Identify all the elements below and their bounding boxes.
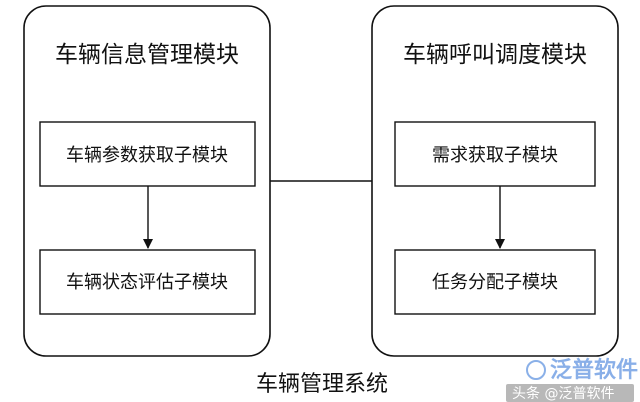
right-submodule-2-label: 任务分配子模块 (432, 272, 558, 293)
right-submodule-2-box (394, 249, 596, 315)
right-module-title: 车辆呼叫调度模块 (403, 42, 587, 68)
right-submodule-1-box (394, 121, 596, 187)
right-module-frame (371, 5, 619, 357)
right-submodule-1-label: 需求获取子模块 (432, 145, 558, 166)
watermark-overlay: 头条 @泛普软件 (512, 385, 614, 402)
watermark: 泛普软件 头条 @泛普软件 (506, 357, 638, 402)
watermark-brand: 泛普软件 (550, 357, 638, 383)
left-submodule-2-box (39, 249, 256, 315)
left-module: 车辆信息管理模块 车辆参数获取子模块 车辆状态评估子模块 (23, 5, 271, 357)
watermark-overlay-bg (506, 384, 634, 402)
left-submodule-2-label: 车辆状态评估子模块 (66, 272, 228, 293)
right-module: 车辆呼叫调度模块 需求获取子模块 任务分配子模块 (371, 5, 619, 357)
left-submodule-1-label: 车辆参数获取子模块 (66, 145, 228, 166)
watermark-logo-icon (526, 360, 546, 380)
left-module-title: 车辆信息管理模块 (55, 42, 239, 68)
diagram-caption: 车辆管理系统 (256, 372, 388, 397)
